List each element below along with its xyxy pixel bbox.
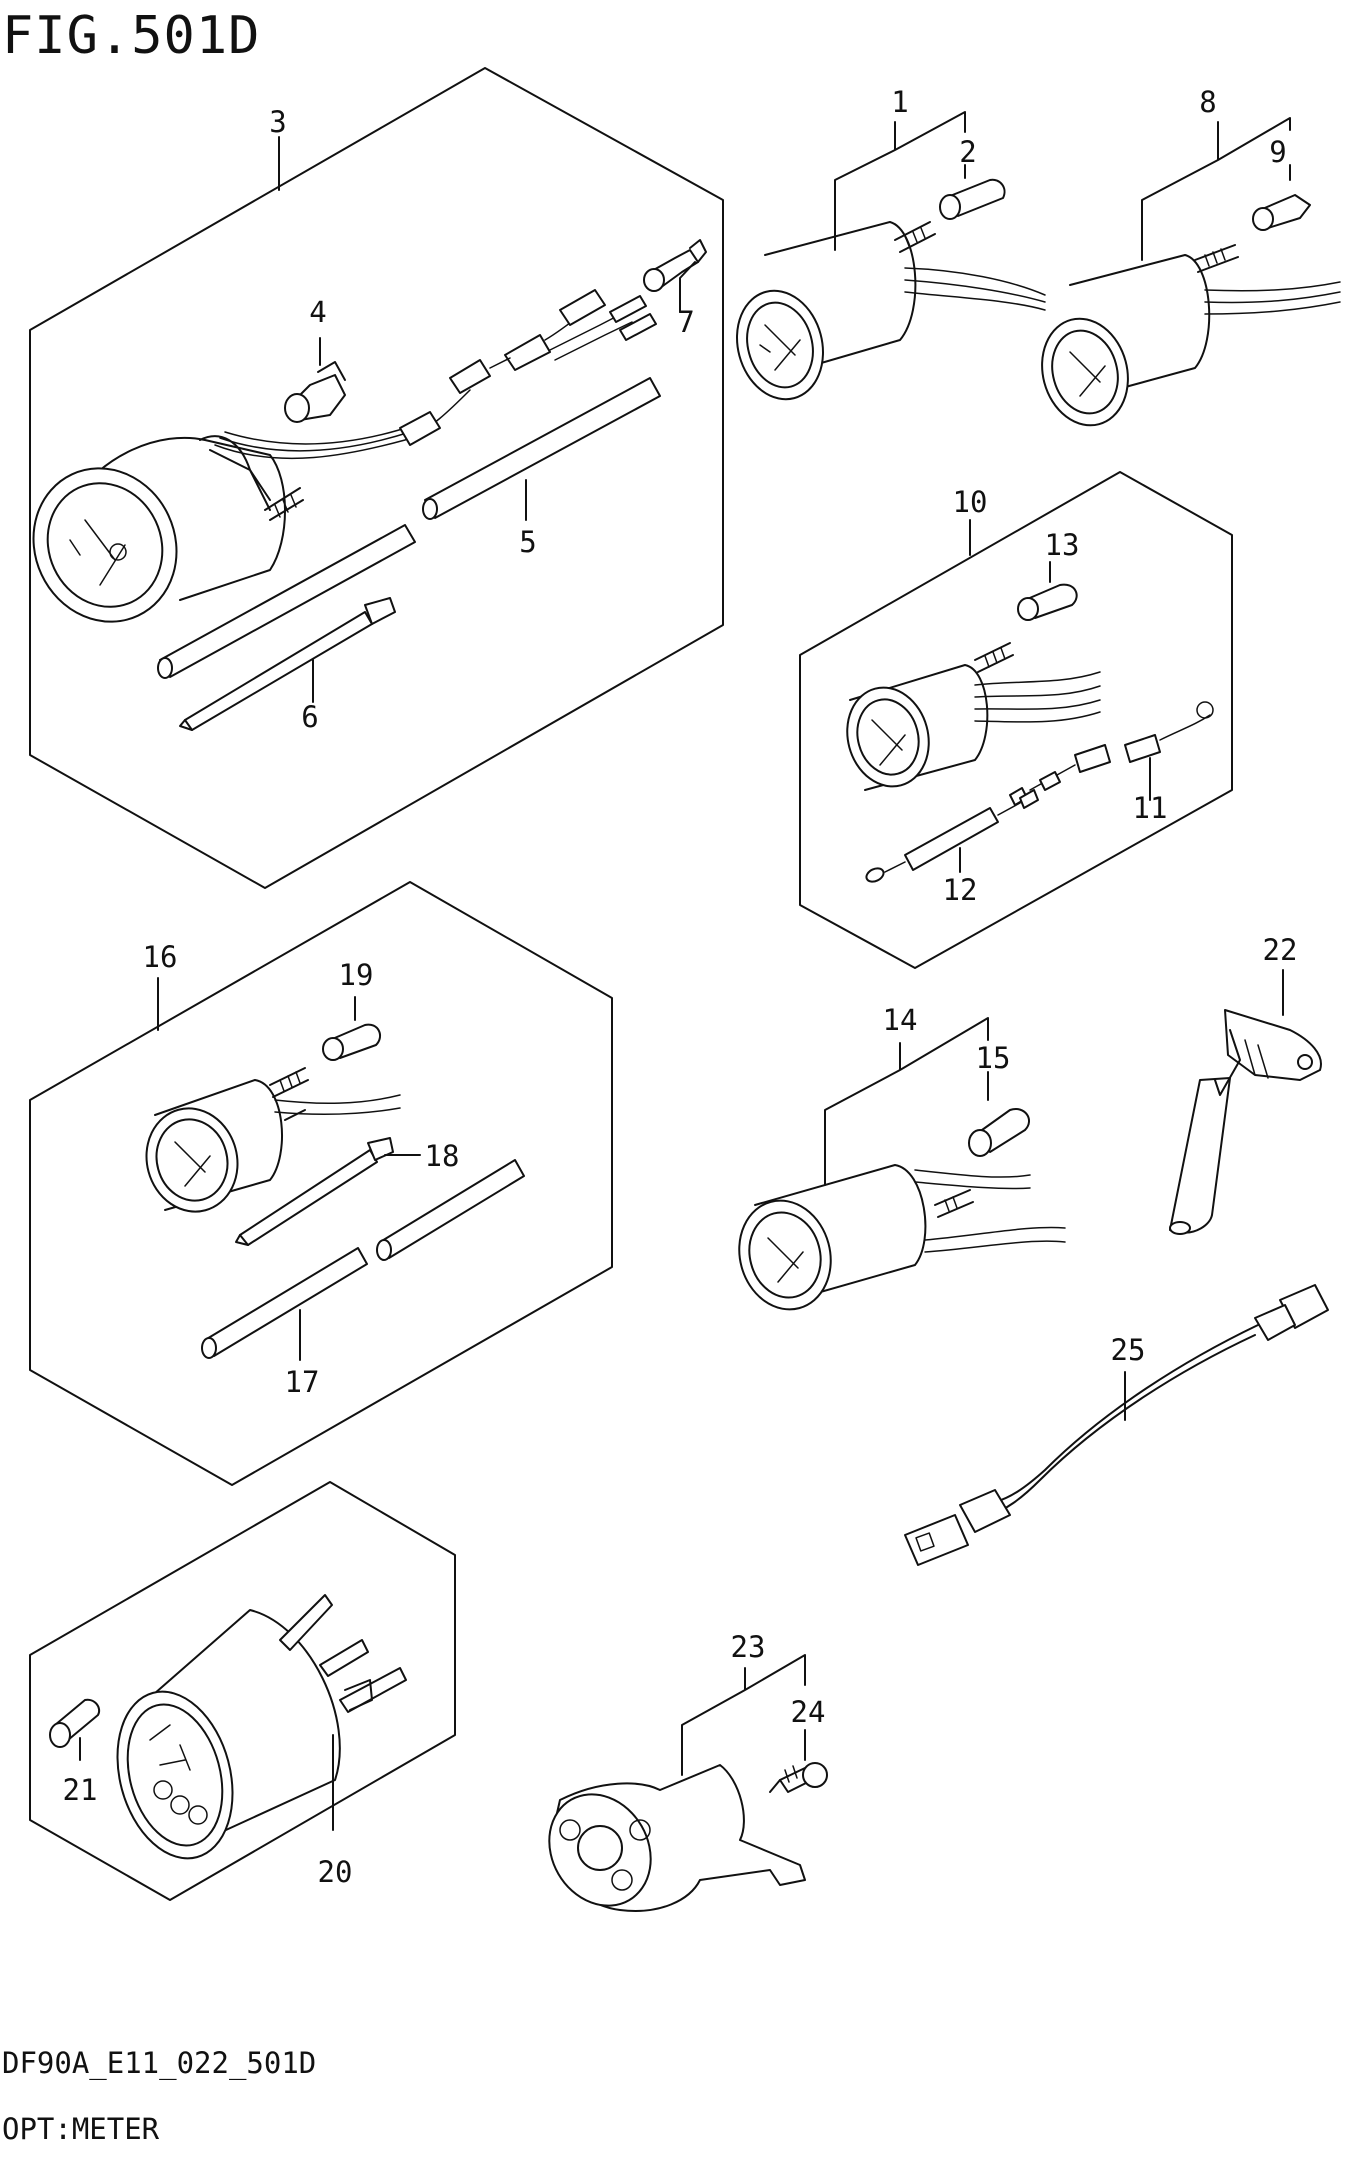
bulb-2 xyxy=(939,178,1006,220)
bulb-13 xyxy=(1017,583,1078,621)
lead-wire-12 xyxy=(865,789,1039,883)
bulb-socket-4 xyxy=(284,361,346,423)
harness-25 xyxy=(904,1284,1329,1566)
figure-code: DF90A_E11_022_501D xyxy=(2,2046,317,2080)
gauge-20 xyxy=(116,1594,407,1860)
bracket-23 xyxy=(548,1764,806,1912)
callout-12: 12 xyxy=(943,873,978,907)
callout-21: 21 xyxy=(63,1773,98,1807)
cable-tie-6 xyxy=(179,597,396,731)
group-10-panel xyxy=(799,471,1233,969)
callout-22: 22 xyxy=(1263,933,1298,967)
callout-9: 9 xyxy=(1269,135,1286,169)
callout-23: 23 xyxy=(731,1630,766,1664)
callout-24: 24 xyxy=(791,1695,826,1729)
callout-14: 14 xyxy=(883,1003,918,1037)
gauge-14 xyxy=(738,1164,1066,1311)
group-16-panel xyxy=(29,881,613,1486)
hose-5 xyxy=(157,377,661,679)
screw-24 xyxy=(769,1762,828,1793)
gauge-16 xyxy=(145,1067,401,1213)
cable-tie-18 xyxy=(235,1137,394,1246)
figure-name: OPT:METER xyxy=(2,2112,160,2146)
callout-2: 2 xyxy=(959,135,976,169)
callout-6: 6 xyxy=(301,700,318,734)
callout-3: 3 xyxy=(269,105,286,139)
callout-16: 16 xyxy=(143,940,178,974)
bulb-19 xyxy=(322,1023,381,1061)
gauge-1 xyxy=(736,221,1046,401)
callout-labels: 1 2 3 4 5 6 7 8 9 10 11 12 13 14 15 16 1… xyxy=(63,85,1298,1889)
callout-7: 7 xyxy=(677,305,694,339)
trim-sender-22 xyxy=(1169,1009,1322,1235)
callout-25: 25 xyxy=(1111,1333,1146,1367)
figure-title: FIG.501D xyxy=(2,6,261,66)
callout-15: 15 xyxy=(976,1041,1011,1075)
hose-17 xyxy=(201,1159,525,1359)
callout-4: 4 xyxy=(309,295,326,329)
bulb-7 xyxy=(643,239,707,292)
callout-18: 18 xyxy=(425,1139,460,1173)
bulb-15 xyxy=(968,1108,1030,1157)
group-3-panel xyxy=(29,67,724,889)
callout-1: 1 xyxy=(891,85,908,119)
trim-gauge-10 xyxy=(846,642,1101,791)
callout-20: 20 xyxy=(318,1855,353,1889)
lead-wire-11 xyxy=(1009,701,1214,806)
callout-8: 8 xyxy=(1199,85,1216,119)
tachometer-wiring xyxy=(214,289,657,460)
bulb-9 xyxy=(1252,194,1311,231)
bulb-21 xyxy=(49,1698,101,1748)
tachometer-gauge xyxy=(32,435,304,623)
callout-10: 10 xyxy=(953,485,988,519)
callout-5: 5 xyxy=(519,525,536,559)
group-20-panel xyxy=(29,1481,456,1901)
leader-lines xyxy=(79,111,1291,1831)
callout-19: 19 xyxy=(339,958,374,992)
callout-13: 13 xyxy=(1045,528,1080,562)
callout-11: 11 xyxy=(1133,791,1168,825)
callout-17: 17 xyxy=(285,1365,320,1399)
gauge-8 xyxy=(1041,244,1341,427)
